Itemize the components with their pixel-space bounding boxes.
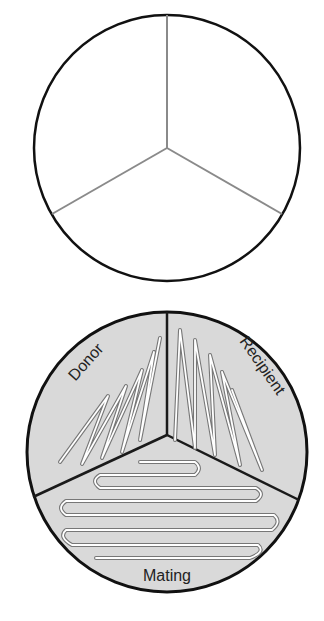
sector-label: Donor (63, 338, 110, 387)
sector-name: Recipient (234, 331, 291, 400)
empty-plate (34, 15, 300, 281)
streaked-plate (27, 312, 307, 592)
sector-name: Donor (63, 338, 110, 387)
streak-lines (60, 330, 278, 558)
sector-dividers (33, 312, 299, 500)
sector-name: Mating (141, 566, 194, 586)
sector-label: Mating (141, 566, 194, 586)
sector-label: Recipient (234, 331, 291, 400)
sector-dividers (52, 15, 282, 214)
